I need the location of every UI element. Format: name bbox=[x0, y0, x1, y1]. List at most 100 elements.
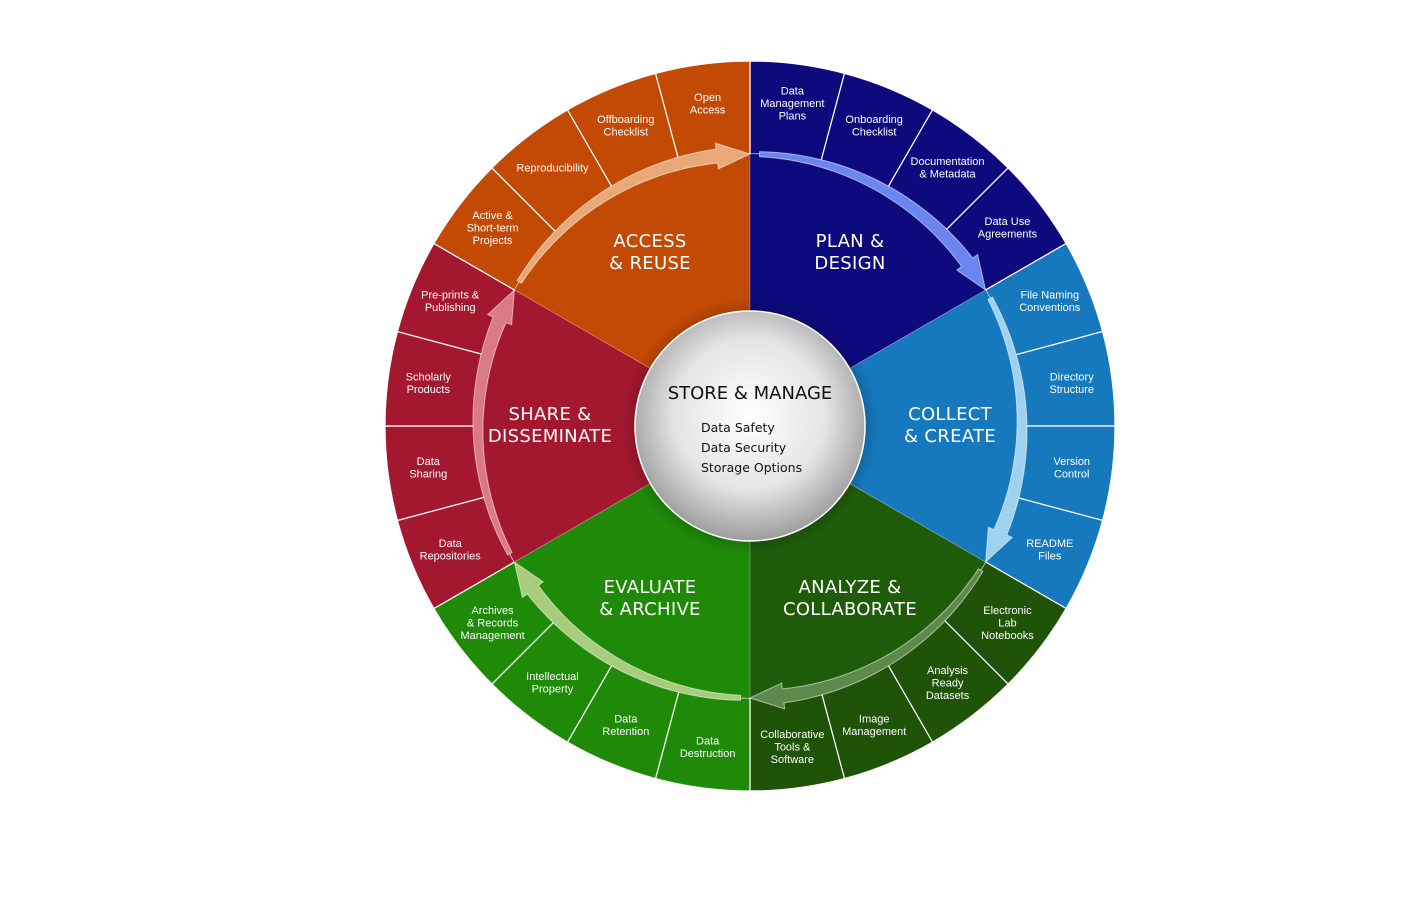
center-item-data-security: Data Security bbox=[701, 440, 787, 455]
segment-label-line: Structure bbox=[1049, 384, 1094, 396]
analyze-collaborate-title-line: ANALYZE & bbox=[799, 577, 902, 598]
segment-label-line: Property bbox=[532, 684, 574, 696]
segment-label-line: Software bbox=[771, 754, 814, 766]
segment-label-line: Control bbox=[1054, 469, 1089, 481]
segment-label-line: Directory bbox=[1050, 371, 1095, 383]
plan-design-title-line: PLAN & bbox=[816, 231, 885, 252]
segment-label-line: Data bbox=[781, 86, 805, 98]
segment-label-line: Onboarding bbox=[845, 114, 903, 126]
share-disseminate-wedge bbox=[478, 290, 750, 562]
segment-label-line: Electronic bbox=[983, 605, 1032, 617]
access-reuse-title: ACCESS& REUSE bbox=[609, 231, 691, 274]
share-disseminate-title: SHARE &DISSEMINATE bbox=[488, 404, 612, 447]
segment-label-line: Files bbox=[1038, 550, 1062, 562]
segment-label-line: README bbox=[1026, 538, 1073, 550]
segment-label-line: Destruction bbox=[680, 748, 736, 760]
segment-label-line: Checklist bbox=[852, 126, 897, 138]
evaluate-archive-title-line: & ARCHIVE bbox=[599, 599, 700, 620]
segment-label-line: Open bbox=[694, 92, 721, 104]
segment-label-line: Datasets bbox=[926, 690, 970, 702]
segment-label-line: Management bbox=[842, 726, 906, 738]
analyze-collaborate-title: ANALYZE &COLLABORATE bbox=[783, 577, 917, 620]
plan-design-title: PLAN &DESIGN bbox=[814, 231, 885, 274]
collect-create-title: COLLECT& CREATE bbox=[904, 404, 996, 447]
evaluate-archive-title-line: EVALUATE bbox=[604, 577, 697, 598]
access-reuse-arrow bbox=[516, 142, 752, 284]
access-reuse-title-line: & REUSE bbox=[609, 253, 691, 274]
collect-create-wedge bbox=[750, 290, 1022, 562]
segment-label-line: Offboarding bbox=[597, 114, 654, 126]
segment-label-line: Management bbox=[760, 98, 824, 110]
segment-label-line: File Naming bbox=[1020, 289, 1079, 301]
segment-label-line: Conventions bbox=[1019, 302, 1081, 314]
share-disseminate-title-line: DISSEMINATE bbox=[488, 426, 612, 447]
segment-label-line: Lab bbox=[998, 617, 1016, 629]
wedge-divider bbox=[850, 483, 1067, 609]
segment-label-line: Short-term bbox=[467, 222, 519, 234]
segment-label-line: Scholarly bbox=[406, 371, 452, 383]
segment-label-line: Repositories bbox=[420, 550, 482, 562]
wedge-divider bbox=[850, 243, 1067, 369]
segment-label-line: & Records bbox=[467, 617, 519, 629]
collect-create-title-line: COLLECT bbox=[908, 404, 993, 425]
segment-label: Reproducibility bbox=[516, 162, 589, 174]
segment-label-line: Data bbox=[614, 713, 638, 725]
segment-label-line: Version bbox=[1053, 456, 1090, 468]
segment-label-line: Tools & bbox=[774, 742, 811, 754]
collect-create-title-line: & CREATE bbox=[904, 426, 996, 447]
segment-label-line: Retention bbox=[602, 726, 649, 738]
segment-label-line: Image bbox=[859, 713, 890, 725]
access-reuse-title-line: ACCESS bbox=[613, 231, 686, 252]
segment-label-line: & Metadata bbox=[919, 169, 976, 181]
segment-label-line: Agreements bbox=[978, 229, 1038, 241]
segment-label-line: Notebooks bbox=[981, 630, 1034, 642]
segment-label-line: Analysis bbox=[927, 665, 968, 677]
segment-label-line: Products bbox=[407, 384, 451, 396]
collect-create-arrow bbox=[984, 296, 1028, 564]
segment-label-line: Data bbox=[696, 735, 720, 747]
share-disseminate-title-line: SHARE & bbox=[508, 404, 591, 425]
segment-label-line: Access bbox=[690, 104, 726, 116]
evaluate-archive-title: EVALUATE& ARCHIVE bbox=[599, 577, 700, 620]
segment-label-line: Documentation bbox=[911, 156, 985, 168]
segment-label-line: Sharing bbox=[409, 469, 447, 481]
wedge-divider bbox=[433, 483, 650, 609]
segment-label-line: Data bbox=[417, 456, 441, 468]
segment-label-line: Collaborative bbox=[760, 729, 824, 741]
outer-ring bbox=[384, 60, 1116, 792]
segment-label-line: Plans bbox=[779, 111, 807, 123]
center-title: STORE & MANAGE bbox=[668, 383, 833, 404]
segment-label-line: Ready bbox=[932, 677, 964, 689]
wedge-divider bbox=[433, 243, 650, 369]
segment-label-line: Reproducibility bbox=[516, 162, 589, 174]
segment-label-line: Pre-prints & bbox=[421, 289, 480, 301]
center-item-storage-options: Storage Options bbox=[701, 460, 802, 475]
analyze-collaborate-arrow bbox=[748, 568, 984, 710]
segment-label-line: Checklist bbox=[604, 126, 649, 138]
segment-label-line: Management bbox=[460, 630, 524, 642]
segment-label: Pre-prints &Publishing bbox=[421, 289, 480, 314]
segment-label-line: Data Use bbox=[985, 216, 1031, 228]
cycle-arrows bbox=[472, 142, 1028, 710]
center-item-data-safety: Data Safety bbox=[701, 420, 775, 435]
plan-design-title-line: DESIGN bbox=[814, 253, 885, 274]
